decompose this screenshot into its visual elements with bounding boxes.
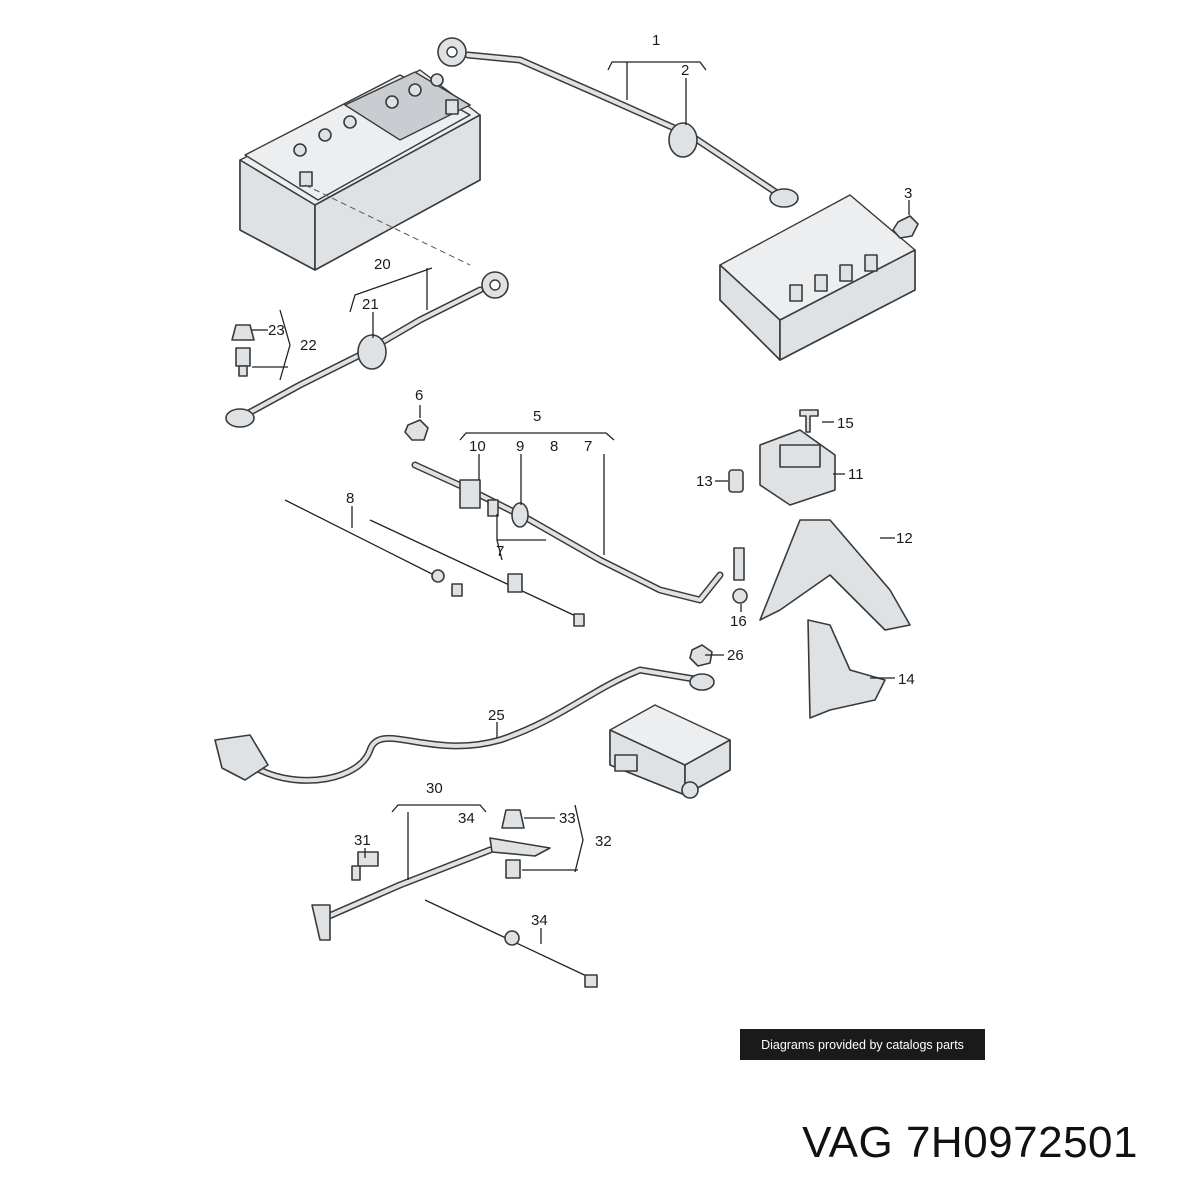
callout-7-bracket: 7 bbox=[496, 543, 504, 560]
callout-1: 1 bbox=[652, 32, 660, 49]
callout-2: 2 bbox=[681, 62, 689, 79]
callout-23: 23 bbox=[268, 322, 285, 339]
wiring-harness bbox=[404, 419, 724, 604]
callout-20: 20 bbox=[374, 256, 391, 273]
sensor-cable bbox=[214, 666, 715, 784]
nut-26 bbox=[689, 644, 713, 667]
callout-32: 32 bbox=[595, 833, 612, 850]
callout-5: 5 bbox=[533, 408, 541, 425]
battery-cable-ground bbox=[225, 271, 509, 428]
callout-7-harness: 7 bbox=[584, 438, 592, 455]
callout-14: 14 bbox=[898, 671, 915, 688]
part-number: VAG 7H0972501 bbox=[802, 1118, 1138, 1167]
ground-strap bbox=[311, 809, 598, 988]
leader-lines bbox=[252, 61, 910, 944]
battery bbox=[239, 69, 481, 271]
cable-tie-left bbox=[284, 499, 463, 597]
callout-22: 22 bbox=[300, 337, 317, 354]
relay-bracket bbox=[728, 409, 911, 719]
callout-34-tie: 34 bbox=[531, 912, 548, 929]
callout-33: 33 bbox=[559, 810, 576, 827]
callout-13: 13 bbox=[696, 473, 713, 490]
cable-tie-right bbox=[369, 519, 585, 627]
credit-banner: Diagrams provided by catalogs parts bbox=[740, 1029, 985, 1060]
callout-8-tie: 8 bbox=[346, 490, 354, 507]
callout-9: 9 bbox=[516, 438, 524, 455]
callout-34-strap: 34 bbox=[458, 810, 475, 827]
bolt-set-22 bbox=[231, 324, 255, 377]
callout-21: 21 bbox=[362, 296, 379, 313]
callout-3: 3 bbox=[904, 185, 912, 202]
callout-31: 31 bbox=[354, 832, 371, 849]
battery-cable-top bbox=[437, 37, 799, 208]
callout-6: 6 bbox=[415, 387, 423, 404]
callout-8-harness: 8 bbox=[550, 438, 558, 455]
callout-15: 15 bbox=[837, 415, 854, 432]
callout-25: 25 bbox=[488, 707, 505, 724]
control-module bbox=[609, 704, 731, 799]
callout-16: 16 bbox=[730, 613, 747, 630]
fuse-box bbox=[719, 194, 919, 361]
callout-labels: 1 2 3 5 6 7 7 8 8 9 10 11 12 13 14 15 16… bbox=[268, 32, 915, 929]
callout-11: 11 bbox=[848, 466, 864, 483]
credit-text: Diagrams provided by catalogs parts bbox=[761, 1037, 964, 1052]
callout-12: 12 bbox=[896, 530, 913, 547]
callout-30: 30 bbox=[426, 780, 443, 797]
callout-26: 26 bbox=[727, 647, 744, 664]
callout-10: 10 bbox=[469, 438, 486, 455]
